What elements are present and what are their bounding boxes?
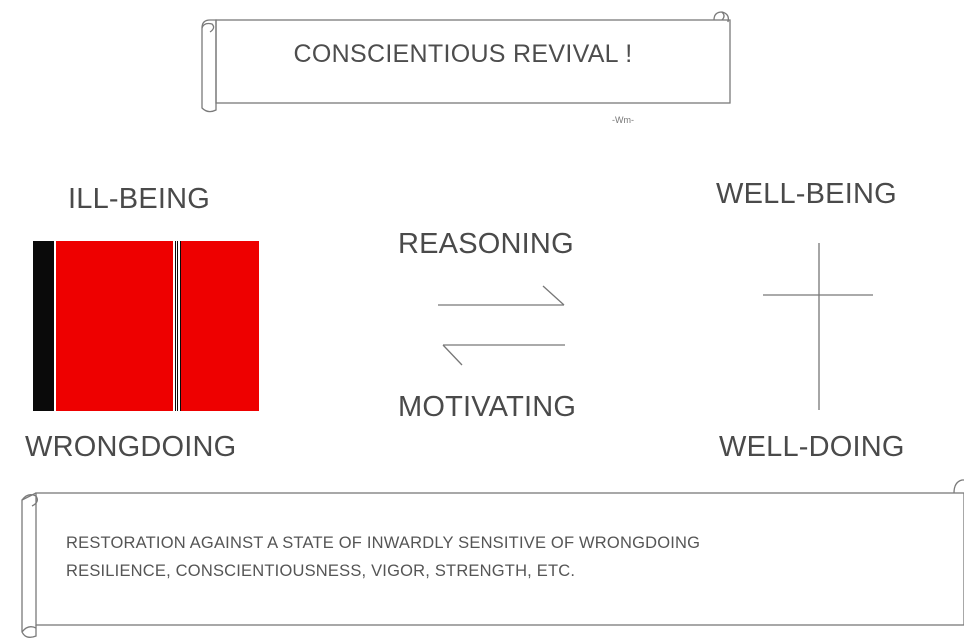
red-panel-left [56,241,173,411]
reasoning-label: REASONING [398,228,574,260]
white-divider [176,241,177,411]
white-divider [54,241,56,411]
white-divider [178,241,180,411]
white-divider [173,241,175,411]
well-being-label: WELL-BEING [716,178,897,210]
footer-text: RESTORATION AGAINST A STATE OF INWARDLY … [66,529,700,585]
well-doing-label: WELL-DOING [719,431,905,463]
footer-line-2: RESILIENCE, CONSCIENTIOUSNESS, VIGOR, ST… [66,562,576,580]
banner-title: CONSCIENTIOUS REVIVAL ! [293,40,633,68]
red-panel-right [181,241,259,411]
footer-line-1: RESTORATION AGAINST A STATE OF INWARDLY … [66,534,701,552]
motivating-label: MOTIVATING [398,391,577,423]
signature: -Wm- [612,115,634,125]
cross-icon [763,243,873,410]
ill-being-label: ILL-BEING [68,183,211,215]
striped-block [33,241,259,411]
wrongdoing-label: WRONGDOING [25,431,237,463]
reversible-arrows [438,285,565,366]
